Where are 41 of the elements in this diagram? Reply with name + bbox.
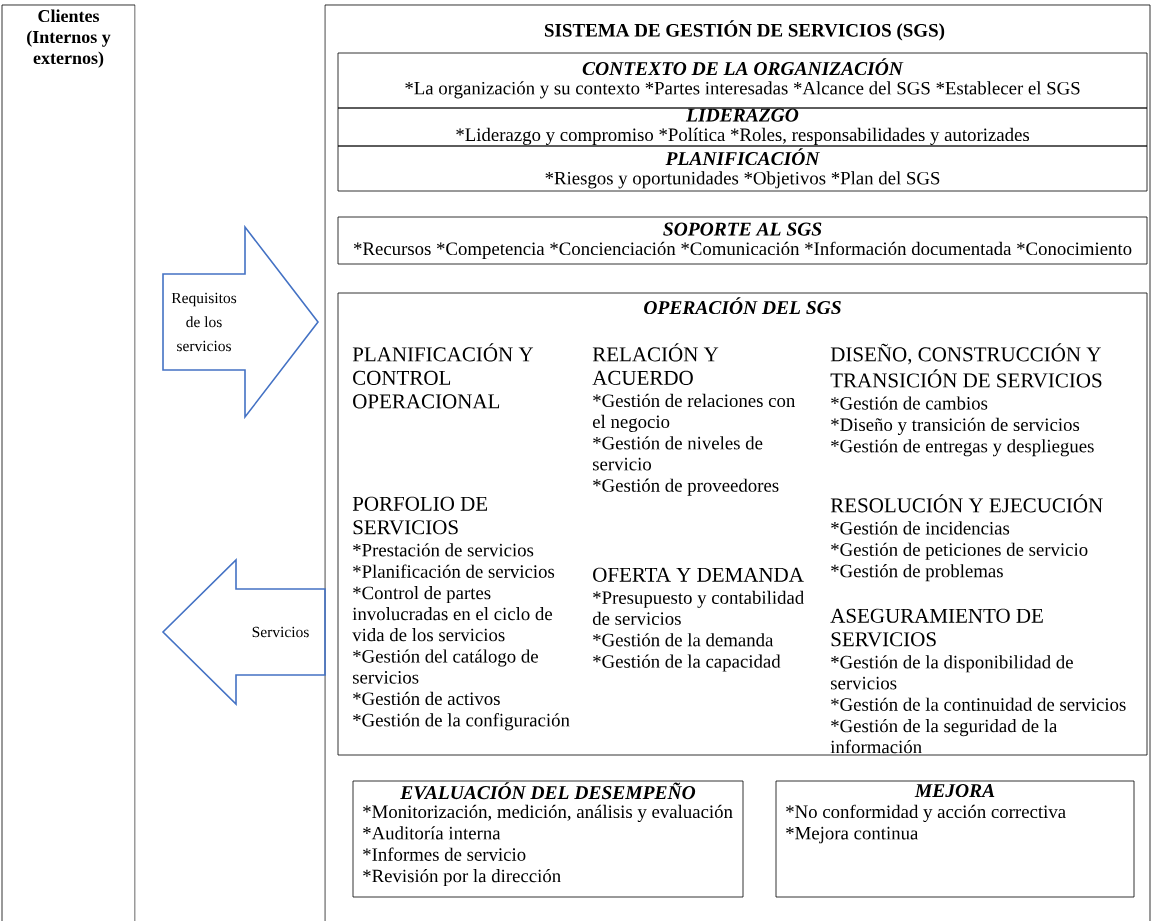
section-heading: ASEGURAMIENTO DE SERVICIOS	[830, 608, 1043, 647]
list-item: *Control de partes involucradas en el ciclo de vida de los servicios	[352, 586, 553, 642]
section-heading: OFERTA Y DEMANDA	[593, 567, 804, 582]
section-box: CONTEXTO DE LA ORGANIZACIÓN *La organización y su contexto *Partes interesadas *Alcance del SGS *Establecer el SGS	[337, 52, 1148, 109]
list-item: *Gestión de la capacidad	[593, 654, 781, 672]
section-box: MEJORA *No conformidad y acción correctiva *Mejora continua	[775, 780, 1135, 898]
list-item: *Gestión de peticiones de servicio	[831, 542, 1088, 560]
list-item: *Gestión de proveedores	[593, 478, 779, 496]
list-item: *Gestión de la disponibilidad de servicios	[831, 655, 1073, 690]
list-item: *Gestión de relaciones con el negocio	[592, 393, 795, 432]
section-box: EVALUACIÓN DEL DESEMPEÑO *Monitorización, medición, análisis y evaluación *Auditoría interna *Informes de servicio *Revisión por la dirección	[352, 780, 744, 898]
edge-label: Requisitos de los servicios	[171, 292, 237, 352]
list-item: *Gestión del catálogo de servicios	[352, 649, 538, 684]
list-item: *Gestión de niveles de servicio	[593, 436, 763, 471]
section-heading: DISEÑO, CONSTRUCCIÓN Y TRANSICIÓN DE SERVICIOS	[830, 343, 1102, 388]
block-arrow	[161, 558, 326, 706]
list-item: *Gestión de la configuración	[353, 713, 570, 731]
list-item: *Presupuesto y contabilidad de servicios	[592, 590, 804, 625]
section-box: SOPORTE AL SGS *Recursos *Competencia *Concienciación *Comunicación *Información documentada *Conocimiento	[337, 216, 1148, 265]
column-box: Clientes (Internos y externos)	[1, 4, 136, 921]
section-heading: PLANIFICACIÓN Y CONTROL OPERACIONAL	[352, 343, 534, 409]
section-heading: RELACIÓN Y ACUERDO	[592, 343, 719, 385]
block-arrow	[162, 224, 319, 420]
list-item: *Diseño y transición de servicios	[831, 417, 1080, 435]
list-item: *Gestión de la seguridad de la información	[830, 719, 1058, 754]
list-item: *Planificación de servicios	[353, 564, 555, 578]
edge-label: Servicios	[252, 626, 309, 638]
section-box: LIDERAZGO *Liderazgo y compromiso *Política *Roles, responsabilidades y autorizades	[337, 107, 1148, 147]
section-heading: RESOLUCIÓN Y EJECUCIÓN	[830, 494, 1103, 513]
list-item: *Gestión de activos	[353, 691, 500, 706]
list-item: *Gestión de la continuidad de servicios	[831, 697, 1126, 711]
list-item: *Gestión de entregas y despliegues	[831, 439, 1094, 457]
section-title: OPERACIÓN DEL SGS	[644, 297, 841, 315]
list-item: *Gestión de la demanda	[593, 633, 774, 647]
list-item: *Prestación de servicios	[353, 543, 534, 557]
list-item: *Gestión de cambios	[831, 396, 988, 410]
title: SISTEMA DE GESTIÓN DE SERVICIOS (SGS)	[544, 20, 945, 41]
section-box: PLANIFICACIÓN *Riesgos y oportunidades *Objetivos *Plan del SGS	[337, 145, 1148, 192]
list-item: *Gestión de problemas	[831, 564, 1003, 582]
section-heading: PORFOLIO DE SERVICIOS	[352, 496, 488, 535]
list-item: *Gestión de incidencias	[831, 521, 1010, 535]
